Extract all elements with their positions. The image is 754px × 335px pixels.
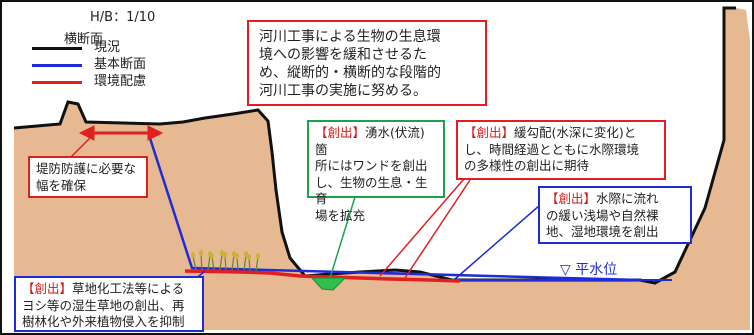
scale-label: H/B：1/10	[90, 10, 156, 25]
slope-note-leader-2	[404, 179, 471, 279]
levee-note-line: 堤防防護に必要な	[36, 161, 137, 176]
shallow-note-line: の緩い浅場や自然裸	[546, 207, 659, 223]
basic-section-line	[146, 131, 641, 282]
legend-line-environment	[32, 81, 82, 84]
reed-seedheads	[191, 250, 260, 260]
spring-note-leader	[329, 196, 356, 279]
slope-note-tag: 【創出】	[464, 125, 515, 140]
shallow-note-line: 水際に流れ	[596, 191, 659, 206]
legend-label-environment: 環境配慮	[94, 74, 147, 89]
main-note: 河川工事による生物の生息環 境への影響を緩和させるた め、縦断的・横断的な段階的…	[247, 20, 487, 106]
main-note-line: 河川工事の実施に努める。	[259, 83, 427, 99]
main-note-line: 河川工事による生物の生息環	[259, 29, 441, 45]
slope-note-leader-1	[379, 171, 471, 277]
levee-note-leader	[69, 135, 93, 159]
slope-note-line: の多様性の創出に期待	[464, 158, 590, 173]
slope-note-line: 緩勾配(水深に変化)と	[514, 125, 637, 140]
legend-label-existing: 現況	[94, 40, 121, 55]
slope-note: 【創出】緩勾配(水深に変化)と し、時間経過とともに水際環境 の多様性の創出に期…	[456, 120, 666, 180]
legend-title: 横断面	[64, 32, 104, 47]
main-note-line: め、縦断的・横断的な段階的	[259, 65, 441, 81]
shallow-note: 【創出】水際に流れ の緩い浅場や自然裸 地、湿地環境を創出	[538, 186, 692, 244]
legend-line-basic	[32, 64, 82, 67]
levee-note: 堤防防護に必要な 幅を確保	[28, 156, 148, 198]
spring-note: 【創出】湧水(伏流)箇 所にはワンドを創出 し、生物の生息・生育 場を拡充	[307, 120, 445, 223]
main-note-line: 境への影響を緩和させるた	[259, 47, 427, 63]
shallow-note-leader	[454, 204, 541, 280]
levee-note-line: 幅を確保	[36, 177, 87, 193]
reed-note-line: ヨシ等の湿生草地の創出、再	[22, 297, 185, 313]
shallow-note-line: 地、湿地環境を創出	[546, 224, 659, 239]
reed-note: 【創出】草地化工法等による ヨシ等の湿生草地の創出、再 樹林化や外来植物侵入を抑…	[14, 276, 204, 332]
ground-terrain	[14, 8, 750, 330]
shallow-note-tag: 【創出】	[546, 191, 597, 206]
legend-line-existing	[32, 47, 82, 50]
spring-note-line: 場を拡充	[315, 207, 366, 223]
wando-shape	[310, 277, 347, 291]
reed-note-line: 草地化工法等による	[72, 281, 185, 296]
reed-grass-icon	[192, 253, 259, 272]
reed-note-tag: 【創出】	[22, 281, 73, 296]
spring-note-line: し、生物の生息・生育	[315, 174, 428, 207]
spring-note-line: 所にはワンドを創出	[315, 158, 428, 173]
slope-note-line: し、時間経過とともに水際環境	[464, 141, 640, 157]
legend-label-basic: 基本断面	[94, 57, 147, 72]
spring-note-tag: 【創出】	[315, 125, 366, 140]
water-level-label: ▽ 平水位	[560, 262, 618, 278]
spring-note-line: 湧水(伏流)箇	[315, 125, 425, 157]
reed-note-line: 樹林化や外来植物侵入を抑制	[22, 314, 185, 329]
